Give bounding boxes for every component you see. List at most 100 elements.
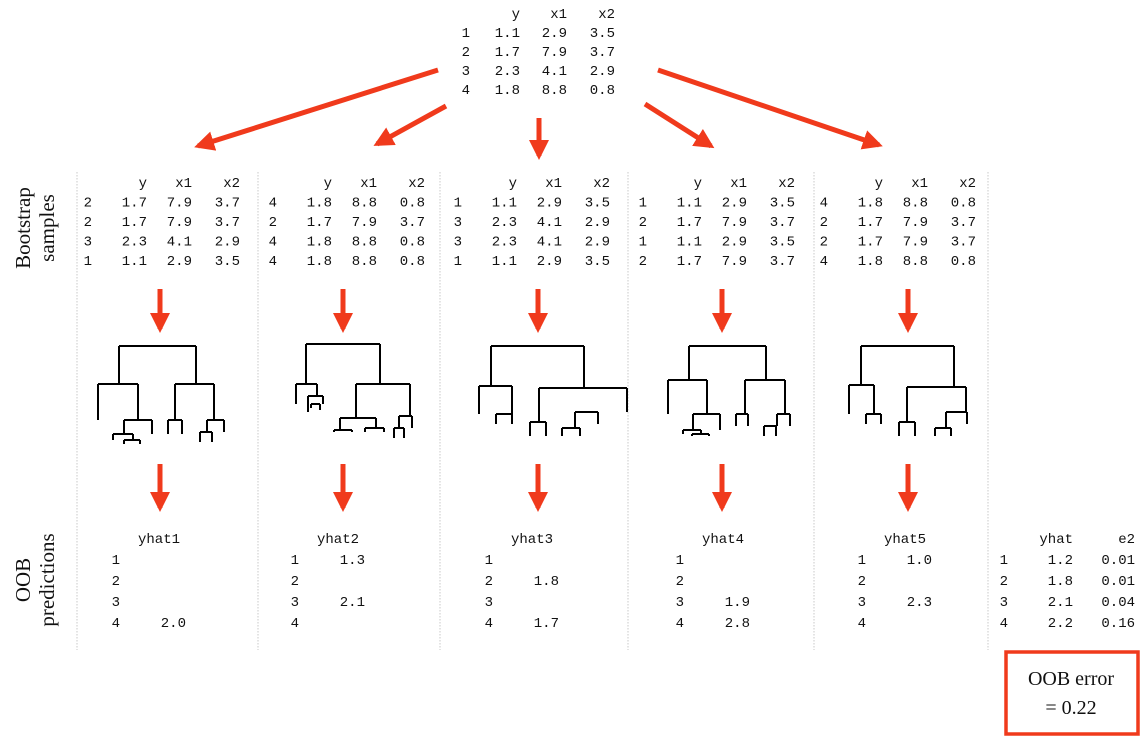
bootstrap-sample-4-cell: 1.7: [677, 215, 702, 231]
summary-cell: 2.1: [1048, 595, 1073, 611]
bootstrap-sample-5-cell: 2: [820, 235, 828, 251]
bootstrap-sample-1-cell: 2.3: [122, 235, 147, 251]
bootstrap-sample-3-cell: 1: [454, 254, 462, 270]
oob-prediction-title: yhat4: [702, 532, 744, 548]
summary-cell: 0.01: [1101, 553, 1135, 569]
bootstrap-sample-1-cell: 7.9: [167, 215, 192, 231]
oob-row-value: 1.8: [534, 574, 559, 590]
oob-prediction-title: yhat5: [884, 532, 926, 548]
bootstrap-sample-3-cell: 4.1: [537, 215, 562, 231]
oob-error-label: OOB error: [1028, 668, 1114, 690]
bootstrap-sample-4-header-cell: y: [694, 176, 702, 192]
bootstrap-sample-3-cell: 3.5: [585, 196, 610, 212]
original-data-cell: 4: [462, 83, 470, 99]
oob-row-value: 1.3: [340, 553, 365, 569]
oob-prediction-title: yhat2: [317, 532, 359, 548]
oob-row-index: 4: [676, 616, 684, 632]
summary-cell: 0.16: [1101, 616, 1135, 632]
row-label-line: Bootstrap: [11, 187, 35, 269]
bootstrap-sample-1-header-cell: y: [139, 176, 147, 192]
bootstrap-sample-1-cell: 4.1: [167, 235, 192, 251]
oob-row-index: 1: [676, 553, 684, 569]
summary-cell: 1: [1000, 553, 1008, 569]
bootstrap-sample-2-cell: 0.8: [400, 235, 425, 251]
bootstrap-sample-5-cell: 1.8: [858, 254, 883, 270]
bootstrap-sample-5-header-cell: x1: [911, 176, 928, 192]
bootstrap-sample-5-cell: 8.8: [903, 196, 928, 212]
bootstrap-sample-4-cell: 2: [639, 254, 647, 270]
summary-cell: 2: [1000, 574, 1008, 590]
original-data-header-cell: x2: [598, 7, 615, 23]
bootstrap-sample-4-header-cell: x2: [778, 176, 795, 192]
bootstrap-sample-1-cell: 1.1: [122, 254, 147, 270]
arrow: [194, 67, 439, 151]
bootstrap-sample-4-cell: 3.7: [770, 215, 795, 231]
arrow: [373, 103, 448, 147]
oob-prediction-title: yhat3: [511, 532, 553, 548]
bootstrap-sample-3-cell: 2.9: [585, 215, 610, 231]
bootstrap-sample-3-cell: 1: [454, 196, 462, 212]
bootstrap-sample-1-cell: 3: [84, 235, 92, 251]
bootstrap-sample-5-cell: 1.7: [858, 215, 883, 231]
bootstrap-sample-3-cell: 2.9: [537, 196, 562, 212]
bootstrap-sample-4-cell: 2.9: [722, 235, 747, 251]
bootstrap-sample-5-header-cell: x2: [959, 176, 976, 192]
oob-row-value: 2.0: [161, 616, 186, 632]
bootstrap-sample-4-cell: 2.9: [722, 196, 747, 212]
bootstrap-sample-4-cell: 1: [639, 196, 647, 212]
bootstrap-sample-1-cell: 3.5: [215, 254, 240, 270]
bootstrap-sample-1-cell: 7.9: [167, 196, 192, 212]
bootstrap-sample-1-cell: 2.9: [167, 254, 192, 270]
bootstrap-sample-4-cell: 1.1: [677, 235, 702, 251]
oob-error-border: [1004, 650, 1140, 736]
bootstrap-sample-4-cell: 7.9: [722, 215, 747, 231]
bootstrap-sample-3-cell: 3: [454, 235, 462, 251]
bootstrap-sample-2-cell: 1.8: [307, 196, 332, 212]
row-label-line: predictions: [35, 533, 59, 626]
oob-row-index: 4: [858, 616, 866, 632]
bootstrap-sample-5-cell: 4: [820, 196, 828, 212]
oob-row-value: 1.9: [725, 595, 750, 611]
oob-row-index: 1: [485, 553, 493, 569]
bootstrap-sample-5-header-cell: y: [875, 176, 883, 192]
bootstrap-sample-5-cell: 2: [820, 215, 828, 231]
oob-row-index: 3: [485, 595, 493, 611]
bootstrap-sample-3-header-cell: x1: [545, 176, 562, 192]
bootstrap-sample-3-cell: 2.9: [537, 254, 562, 270]
bootstrap-sample-1-header-cell: x2: [223, 176, 240, 192]
bootstrap-sample-3-header-cell: x2: [593, 176, 610, 192]
bootstrap-sample-3-cell: 1.1: [492, 196, 517, 212]
original-data-header-cell: y: [512, 7, 520, 23]
bootstrap-sample-4-header-cell: x1: [730, 176, 747, 192]
bootstrap-sample-2-cell: 2: [269, 215, 277, 231]
bootstrap-sample-1-cell: 2: [84, 196, 92, 212]
oob-row-index: 2: [485, 574, 493, 590]
bootstrap-sample-5-cell: 3.7: [951, 215, 976, 231]
original-data-cell: 3: [462, 64, 470, 80]
oob-row-value: 1.7: [534, 616, 559, 632]
oob-prediction-title: yhat1: [138, 532, 180, 548]
oob-row-value: 2.8: [725, 616, 750, 632]
arrow: [657, 67, 883, 150]
bootstrap-sample-1-cell: 2.9: [215, 235, 240, 251]
original-data-cell: 7.9: [542, 45, 567, 61]
bootstrap-sample-5-cell: 7.9: [903, 215, 928, 231]
arrows: [150, 67, 918, 512]
bootstrap-sample-1-cell: 3.7: [215, 215, 240, 231]
bootstrap-sample-3-cell: 2.3: [492, 215, 517, 231]
oob-row-index: 2: [676, 574, 684, 590]
oob-row-value: 2.1: [340, 595, 365, 611]
bootstrap-sample-1-header-cell: x1: [175, 176, 192, 192]
original-data-header-cell: x1: [550, 7, 567, 23]
oob-row-index: 1: [112, 553, 120, 569]
bootstrap-sample-5-cell: 1.8: [858, 196, 883, 212]
oob-row-value: 2.3: [907, 595, 932, 611]
oob-error-value: = 0.22: [1045, 697, 1096, 719]
oob-row-index: 2: [291, 574, 299, 590]
bootstrap-sample-2-cell: 4: [269, 196, 277, 212]
oob-row-index: 3: [676, 595, 684, 611]
